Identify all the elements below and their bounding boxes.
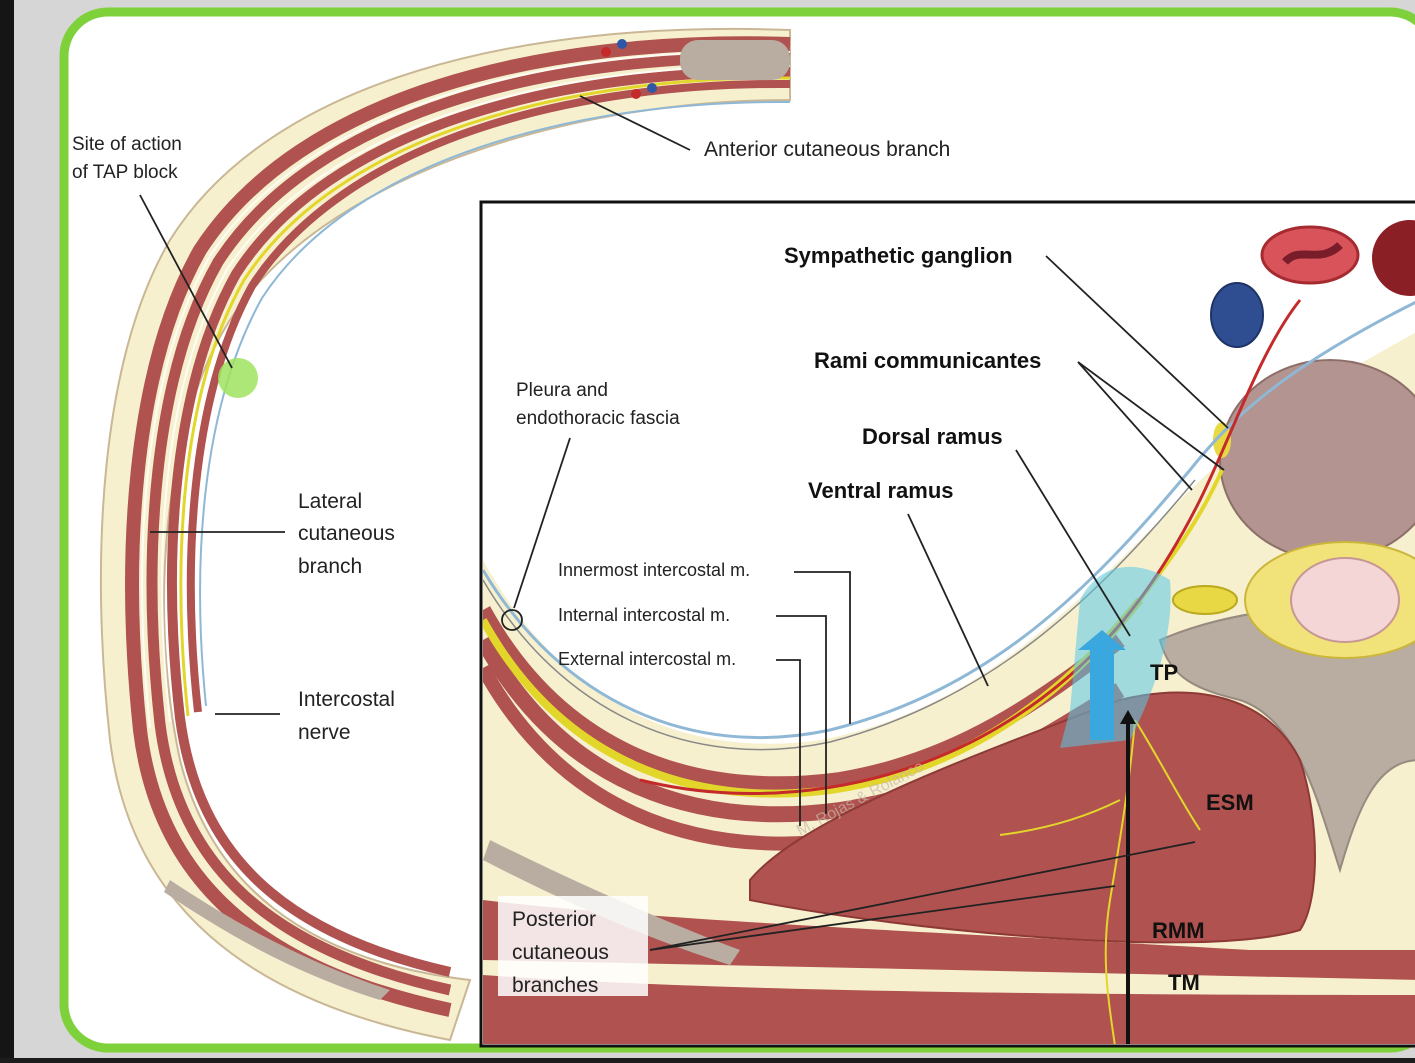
- label-endothoracic-fascia: endothoracic fascia: [516, 408, 680, 429]
- label-posterior-branches: branches: [512, 974, 598, 997]
- label-posterior-cutaneous: cutaneous: [512, 941, 609, 964]
- label-tp: TP: [1150, 660, 1178, 685]
- label-dorsal-ramus: Dorsal ramus: [862, 424, 1003, 449]
- label-innermost-intercostal: Innermost intercostal m.: [558, 560, 750, 580]
- label-nerve: nerve: [298, 721, 351, 744]
- tap-block-site-marker: [218, 358, 258, 398]
- label-intercostal: Intercostal: [298, 688, 395, 711]
- label-lateral: Lateral: [298, 490, 362, 513]
- label-posterior: Posterior: [512, 908, 596, 931]
- label-branch: branch: [298, 555, 362, 578]
- label-external-intercostal: External intercostal m.: [558, 649, 736, 669]
- label-esm: ESM: [1206, 790, 1254, 815]
- label-ventral-ramus: Ventral ramus: [808, 478, 954, 503]
- label-internal-intercostal: Internal intercostal m.: [558, 605, 730, 625]
- label-rami-communicantes: Rami communicantes: [814, 348, 1041, 373]
- label-site-of-action: Site of action: [72, 134, 182, 155]
- label-sympathetic-ganglion: Sympathetic ganglion: [784, 243, 1013, 268]
- label-tm: TM: [1168, 970, 1200, 995]
- label-of-tap-block: of TAP block: [72, 162, 178, 183]
- label-anterior-cutaneous-branch: Anterior cutaneous branch: [704, 138, 950, 161]
- label-cutaneous: cutaneous: [298, 522, 395, 545]
- label-rmm: RMM: [1152, 918, 1205, 943]
- label-pleura-and: Pleura and: [516, 380, 608, 401]
